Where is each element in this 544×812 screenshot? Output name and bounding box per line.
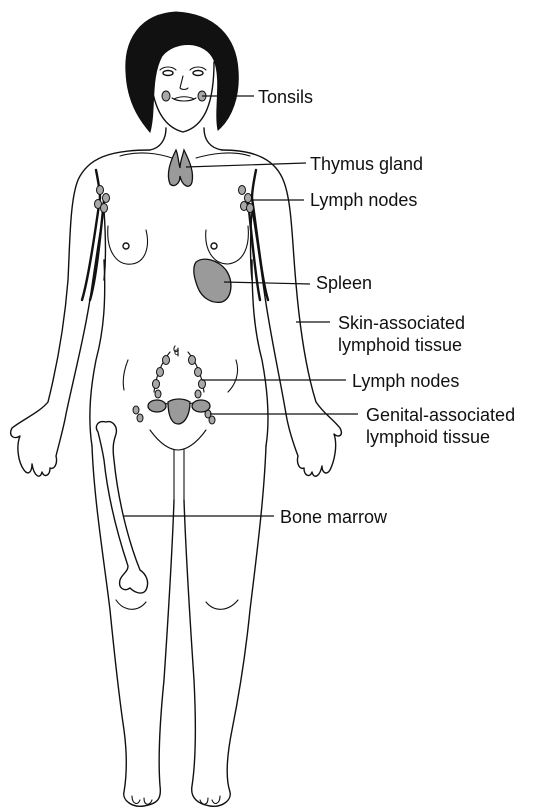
label-lymph-nodes-pelvic: Lymph nodes (352, 370, 459, 392)
label-genital-line1: Genital-associated (366, 404, 515, 426)
label-spleen: Spleen (316, 272, 372, 294)
axillary-lymph-nodes (95, 186, 254, 213)
svg-text:c: c (174, 347, 179, 358)
label-skin-line2: lymphoid tissue (338, 334, 462, 356)
label-tonsils: Tonsils (258, 86, 313, 108)
label-skin-line1: Skin-associated (338, 312, 465, 334)
thymus-organ (168, 150, 192, 186)
spleen-organ (194, 259, 231, 302)
label-bone-marrow: Bone marrow (280, 506, 387, 528)
genital-organs (148, 399, 210, 424)
body-outline (11, 128, 342, 806)
leader-spleen (224, 282, 310, 284)
tonsils-organ (162, 91, 206, 101)
hair (126, 12, 238, 132)
label-thymus: Thymus gland (310, 153, 423, 175)
label-lymph-nodes-axillary: Lymph nodes (310, 189, 417, 211)
label-genital-line2: lymphoid tissue (366, 426, 490, 448)
leader-thymus (186, 163, 306, 167)
